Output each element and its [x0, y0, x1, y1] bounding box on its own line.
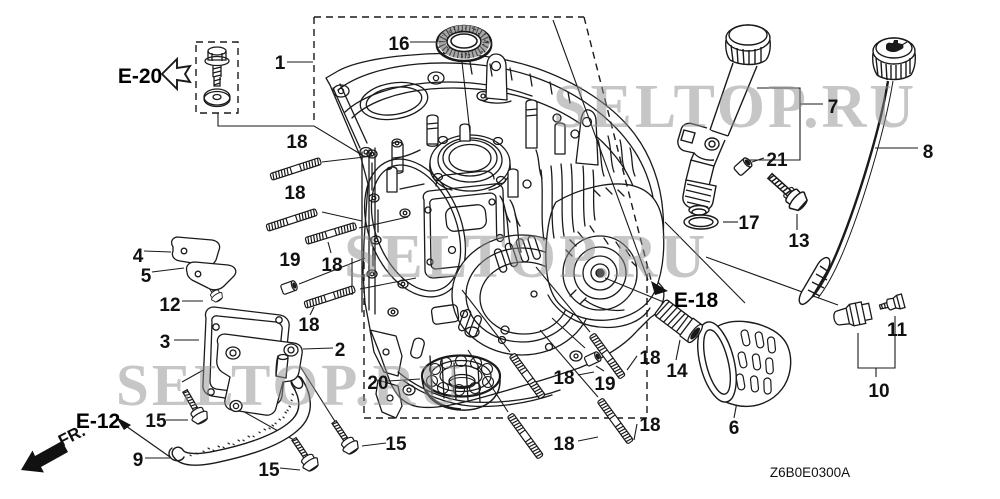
svg-text:21: 21: [766, 150, 788, 171]
svg-text:11: 11: [887, 320, 908, 341]
svg-text:18: 18: [639, 415, 660, 436]
svg-text:8: 8: [923, 142, 934, 163]
svg-text:15: 15: [258, 460, 280, 481]
svg-text:15: 15: [145, 411, 167, 432]
svg-text:13: 13: [788, 231, 809, 252]
svg-text:2: 2: [335, 340, 346, 361]
svg-text:19: 19: [594, 374, 615, 395]
svg-text:18: 18: [639, 348, 660, 369]
svg-text:18: 18: [321, 255, 342, 276]
svg-text:Z6B0E0300A: Z6B0E0300A: [770, 465, 850, 480]
svg-text:5: 5: [141, 266, 152, 287]
svg-text:16: 16: [388, 34, 409, 55]
svg-text:18: 18: [298, 315, 319, 336]
svg-text:SELTOP.RU: SELTOP.RU: [553, 73, 917, 141]
svg-text:15: 15: [385, 434, 407, 455]
svg-text:E-12: E-12: [76, 410, 120, 433]
svg-text:E-18: E-18: [674, 289, 719, 312]
svg-text:18: 18: [286, 132, 307, 153]
svg-text:1: 1: [275, 53, 286, 74]
svg-text:20: 20: [367, 373, 388, 394]
svg-text:3: 3: [160, 332, 171, 353]
svg-text:SELTOP.RU: SELTOP.RU: [344, 223, 708, 291]
svg-text:12: 12: [159, 295, 180, 316]
svg-text:17: 17: [738, 213, 759, 234]
svg-text:6: 6: [729, 418, 740, 439]
svg-text:19: 19: [279, 250, 300, 271]
svg-text:SELTOP.RU: SELTOP.RU: [116, 352, 464, 418]
svg-text:10: 10: [868, 381, 889, 402]
svg-text:9: 9: [133, 450, 144, 471]
svg-text:14: 14: [666, 361, 688, 382]
svg-text:4: 4: [133, 246, 144, 267]
svg-text:18: 18: [284, 183, 305, 204]
svg-text:7: 7: [828, 97, 839, 118]
svg-text:E-20: E-20: [118, 65, 162, 88]
svg-text:18: 18: [553, 434, 574, 455]
svg-text:18: 18: [553, 368, 574, 389]
